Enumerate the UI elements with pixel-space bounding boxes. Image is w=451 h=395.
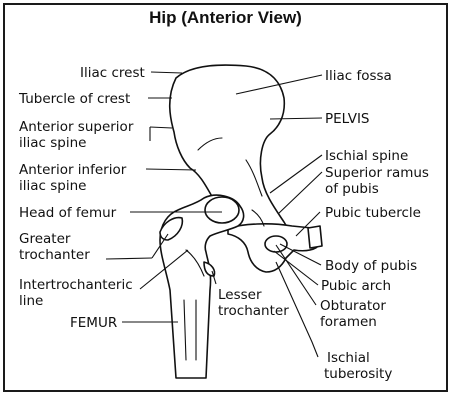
label-greater-trochanter-line1: Greater (19, 231, 71, 247)
label-greater-trochanter-line2: trochanter (19, 247, 90, 263)
label-asis-line1: Anterior superior (19, 119, 134, 135)
label-pubic-arch: Pubic arch (321, 278, 391, 294)
label-body-of-pubis: Body of pubis (325, 258, 417, 274)
label-ischial-tuberosity-line2: tuberosity (324, 366, 392, 382)
label-intertrochanteric-line1: Intertrochanteric (19, 277, 133, 293)
label-iliac-crest: Iliac crest (80, 65, 145, 81)
label-pubic-tubercle: Pubic tubercle (325, 205, 421, 221)
label-obturator-foramen-line2: foramen (320, 314, 377, 330)
label-aiis-line2: iliac spine (19, 178, 86, 194)
label-ischial-tuberosity-line1: Ischial (327, 350, 370, 366)
label-head-of-femur: Head of femur (19, 205, 117, 221)
label-iliac-fossa: Iliac fossa (325, 68, 392, 84)
label-aiis-line1: Anterior inferior (19, 162, 127, 178)
label-superior-ramus-line2: of pubis (325, 181, 379, 197)
label-obturator-foramen-line1: Obturator (320, 298, 386, 314)
label-pelvis: PELVIS (325, 111, 370, 127)
label-asis-line2: iliac spine (19, 135, 86, 151)
label-superior-ramus-line1: Superior ramus (325, 165, 429, 181)
label-lesser-trochanter-line2: trochanter (218, 303, 289, 319)
label-femur: FEMUR (70, 315, 117, 331)
label-ischial-spine: Ischial spine (325, 148, 408, 164)
label-lesser-trochanter-line1: Lesser (218, 287, 262, 303)
label-tubercle-of-crest: Tubercle of crest (18, 91, 130, 107)
label-intertrochanteric-line2: line (19, 293, 43, 309)
